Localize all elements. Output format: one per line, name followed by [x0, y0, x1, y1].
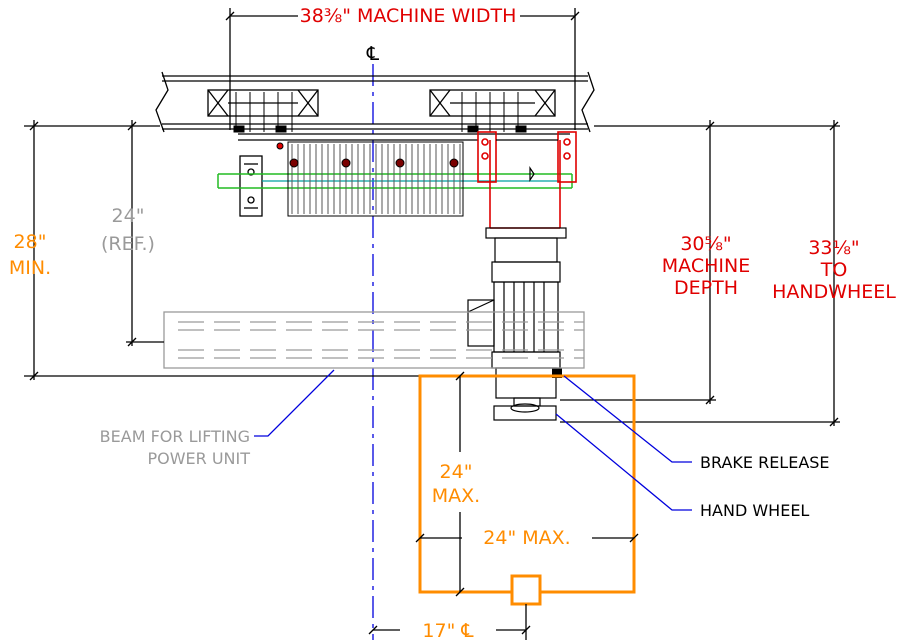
box-width-label: 24" MAX.: [483, 527, 570, 549]
box-height-dimension: [455, 371, 465, 597]
box-height-note: MAX.: [432, 485, 480, 507]
hoist-frame: [238, 133, 570, 217]
centerline-symbol-top: ℄: [366, 43, 380, 65]
box-height-value: 24": [440, 461, 473, 483]
dimension-33-line2: HANDWHEEL: [772, 281, 896, 303]
dimension-28-note: MIN.: [9, 257, 51, 279]
beam-label-line1: BEAM FOR LIFTING: [100, 427, 250, 446]
hand-wheel-leader: [555, 413, 692, 511]
gearbox: [477, 131, 577, 229]
dimension-28-lines: [24, 120, 420, 381]
lifting-beam: [163, 311, 585, 369]
dimension-17-label: 17" ℄: [422, 620, 474, 642]
gearbox-outline: [485, 139, 567, 263]
dimension-right-lines: [560, 120, 840, 427]
brake-release-lever: [552, 368, 562, 378]
cable-drum: [287, 141, 464, 217]
dimension-24-ref-lines: [126, 120, 164, 347]
track-wheels: [233, 92, 527, 133]
drum-bolts: [276, 142, 459, 168]
hand-wheel-label: HAND WHEEL: [700, 501, 809, 520]
dimension-33-line1: TO: [820, 259, 848, 281]
dimension-24-ref-note: (REF.): [101, 233, 155, 255]
beam-leader: [254, 369, 335, 437]
box-width-dimension: [415, 533, 639, 543]
dimension-24-ref-value: 24": [112, 205, 145, 227]
envelope-connector: [510, 574, 542, 606]
beam-label-line2: POWER UNIT: [147, 449, 250, 468]
machine-width-label: 38⅜" MACHINE WIDTH: [300, 5, 517, 27]
dimension-30-line1: MACHINE: [662, 255, 750, 277]
machine-width-dimension: [225, 8, 580, 130]
overhead-track: [155, 71, 595, 133]
dimension-28-value: 28": [14, 231, 47, 253]
dimension-30-value: 30⅝": [680, 233, 731, 255]
motor: [467, 261, 561, 421]
drive-shaft: [217, 173, 573, 189]
dimension-30-line2: DEPTH: [674, 277, 738, 299]
brake-release-leader: [563, 375, 692, 463]
dimension-17-lines: [368, 604, 531, 640]
power-unit-envelope: [418, 374, 636, 594]
brake-release-label: BRAKE RELEASE: [700, 453, 830, 472]
dimension-33-value: 33⅛": [808, 237, 859, 259]
